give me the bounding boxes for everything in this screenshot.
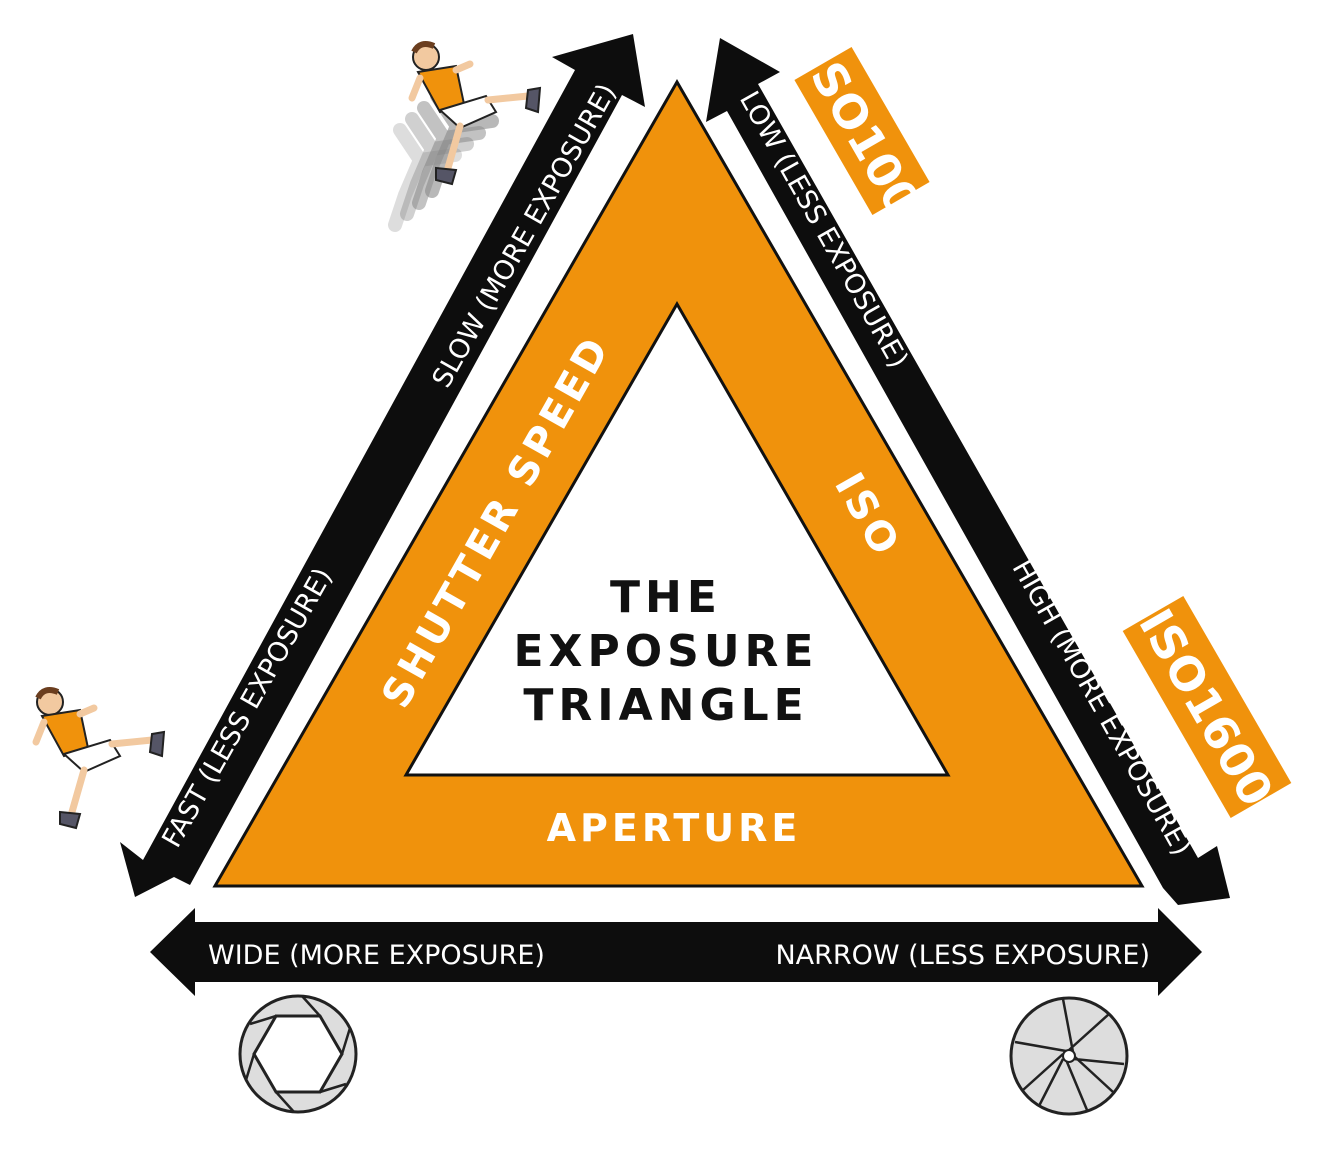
title-line-1: THE bbox=[610, 572, 722, 623]
title-line-3: TRIANGLE bbox=[523, 680, 808, 731]
aperture-narrow-label: NARROW (LESS EXPOSURE) bbox=[775, 940, 1150, 971]
running-figure-motion-blur-icon bbox=[388, 41, 542, 232]
aperture-wide-label: WIDE (MORE EXPOSURE) bbox=[208, 940, 545, 971]
aperture-arrow bbox=[150, 908, 1202, 996]
title-line-2: EXPOSURE bbox=[514, 626, 819, 677]
orange-triangle-frame bbox=[212, 78, 1145, 888]
aperture-narrow-icon bbox=[1009, 996, 1129, 1116]
aperture-side-label: APERTURE bbox=[547, 806, 802, 850]
aperture-wide-icon bbox=[238, 994, 358, 1114]
running-figure-sharp-icon bbox=[32, 687, 166, 830]
shutter-speed-arrow bbox=[120, 34, 645, 897]
iso-arrow bbox=[706, 38, 1230, 905]
